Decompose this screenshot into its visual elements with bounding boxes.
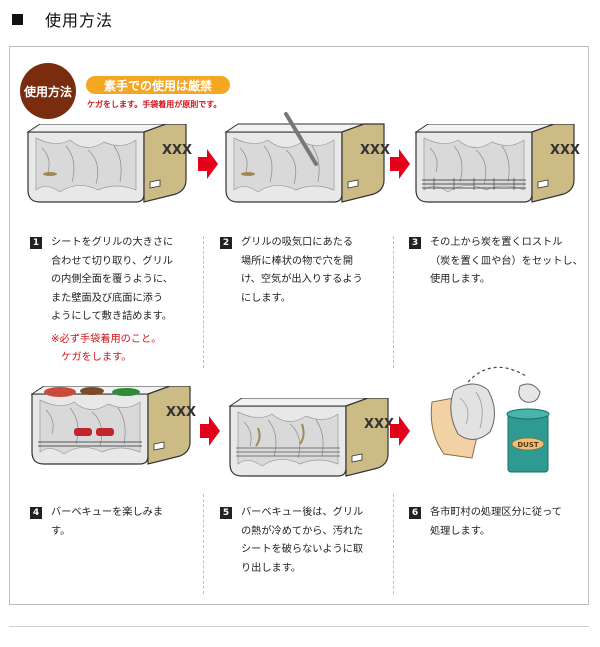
warning-pill: 素手での使用は厳禁: [86, 76, 230, 94]
step-1: 1 シートをグリルの大きさに 合わせて切り取り、グリル の内側全面を覆うように、…: [30, 234, 200, 368]
step-3-text: その上から炭を置くロストル （炭を置く皿や台）をセットし、 使用します。: [430, 237, 583, 285]
dust-bin-label: DUST: [517, 441, 539, 449]
step-5: 5 バーベキュー後は、グリル の熱が冷めてから、汚れた シートを破らないように取…: [220, 504, 390, 578]
column-divider: [393, 236, 394, 368]
grill-mark-text: XXX: [364, 417, 394, 432]
grill-mark-text: XXX: [360, 143, 390, 158]
arrow-right-icon: [390, 416, 410, 446]
step-5-text: バーベキュー後は、グリル の熱が冷めてから、汚れた シートを破らないように取 り…: [241, 507, 364, 574]
step-1-note: ※必ず手袋着用のこと。 ケガをします。: [51, 333, 162, 364]
bottom-divider: [9, 626, 589, 627]
arrow-right-icon: [390, 149, 410, 179]
step-4: 4 バーベキューを楽しみま す。: [30, 504, 200, 541]
step-4-number: 4: [30, 507, 42, 519]
arrow-right-icon: [198, 149, 218, 179]
step-1-number: 1: [30, 237, 42, 249]
step-6-text: 各市町村の処理区分に従って 処理します。: [430, 507, 562, 537]
step-4-illustration: XXX: [31, 386, 196, 465]
grill-mark-text: XXX: [162, 143, 192, 158]
step-6-illustration: DUST: [430, 366, 550, 473]
heading-square-icon: [12, 13, 23, 25]
column-divider: [393, 494, 394, 594]
warning-subtitle: ケガをします。手袋着用が原則です。: [87, 100, 222, 109]
step-2-number: 2: [220, 237, 232, 249]
step-1-text: シートをグリルの大きさに 合わせて切り取り、グリル の内側全面を覆うように、 ま…: [51, 237, 174, 322]
usage-badge-label: 使用方法: [23, 84, 72, 99]
step-2-illustration: XXX: [225, 112, 390, 203]
step-5-number: 5: [220, 507, 232, 519]
warning-title: 素手での使用は厳禁: [103, 78, 212, 93]
arrow-right-icon: [200, 416, 220, 446]
step-2: 2 グリルの吸気口にあたる 場所に棒状の物で穴を開 け、空気が出入りするよう に…: [220, 234, 390, 308]
step-3-number: 3: [409, 237, 421, 249]
step-5-illustration: XXX: [229, 398, 394, 477]
page-heading: 使用方法: [12, 9, 114, 30]
page-title: 使用方法: [45, 11, 114, 30]
step-4-text: バーベキューを楽しみま す。: [51, 507, 164, 537]
step-6-number: 6: [409, 507, 421, 519]
grill-mark-text: XXX: [550, 143, 580, 158]
step-6: 6 各市町村の処理区分に従って 処理します。: [409, 504, 587, 541]
step-3: 3 その上から炭を置くロストル （炭を置く皿や台）をセットし、 使用します。: [409, 234, 587, 290]
step-1-illustration: XXX: [27, 124, 192, 203]
step-3-illustration: XXX: [415, 124, 580, 203]
grill-mark-text: XXX: [166, 405, 196, 420]
usage-badge: 使用方法: [20, 63, 76, 119]
column-divider: [203, 236, 204, 368]
column-divider: [203, 494, 204, 594]
step-2-text: グリルの吸気口にあたる 場所に棒状の物で穴を開 け、空気が出入りするよう にしま…: [241, 237, 363, 304]
